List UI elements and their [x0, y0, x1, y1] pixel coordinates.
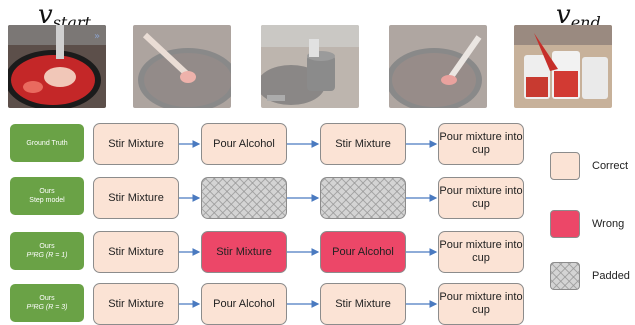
step-box-correct: Stir Mixture: [93, 123, 179, 165]
row-label-line: Ours: [39, 295, 55, 302]
legend-swatch-correct: [550, 152, 580, 180]
row-label-p3rg-r3: Ours P³RG (R = 3): [10, 284, 84, 322]
step-box-correct: Stir Mixture: [320, 283, 406, 325]
legend-swatch-padded: [550, 262, 580, 290]
row-label-line: P³RG (R = 1): [26, 252, 68, 259]
video-frame-3: [261, 25, 359, 108]
legend-swatch-wrong: [550, 210, 580, 238]
video-frame-4: [389, 25, 487, 108]
row-label-line: P³RG (R = 3): [26, 304, 68, 311]
step-box-correct: Pour mixture into cup: [438, 123, 524, 165]
video-frame-5: [514, 25, 612, 108]
v-start-base: v: [38, 0, 53, 30]
step-box-correct: Pour mixture into cup: [438, 283, 524, 325]
svg-text:»: »: [94, 31, 100, 42]
step-box-padded: [201, 177, 287, 219]
row-label-line: Ours: [39, 188, 55, 195]
row-label-line: Ours: [39, 243, 55, 250]
step-box-correct: Pour mixture into cup: [438, 231, 524, 273]
v-end-base: v: [556, 0, 571, 30]
step-box-correct: Pour Alcohol: [201, 283, 287, 325]
step-box-correct: Stir Mixture: [320, 123, 406, 165]
step-box-correct: Pour Alcohol: [201, 123, 287, 165]
video-frame-1: »: [8, 25, 106, 108]
legend-label-padded: Padded: [592, 270, 630, 282]
step-box-correct: Pour mixture into cup: [438, 177, 524, 219]
row-label-line: Step model: [29, 197, 65, 204]
video-frame-2: [133, 25, 231, 108]
step-box-correct: Stir Mixture: [93, 177, 179, 219]
row-label-step-model: Ours Step model: [10, 177, 84, 215]
step-box-padded: [320, 177, 406, 219]
row-label-line: Ground Truth: [26, 139, 68, 147]
step-box-wrong: Pour Alcohol: [320, 231, 406, 273]
step-box-correct: Stir Mixture: [93, 231, 179, 273]
step-box-wrong: Stir Mixture: [201, 231, 287, 273]
row-label-ground-truth: Ground Truth: [10, 124, 84, 162]
legend-label-wrong: Wrong: [592, 218, 625, 230]
step-box-correct: Stir Mixture: [93, 283, 179, 325]
legend-label-correct: Correct: [592, 160, 629, 172]
row-label-p3rg-r1: Ours P³RG (R = 1): [10, 232, 84, 270]
